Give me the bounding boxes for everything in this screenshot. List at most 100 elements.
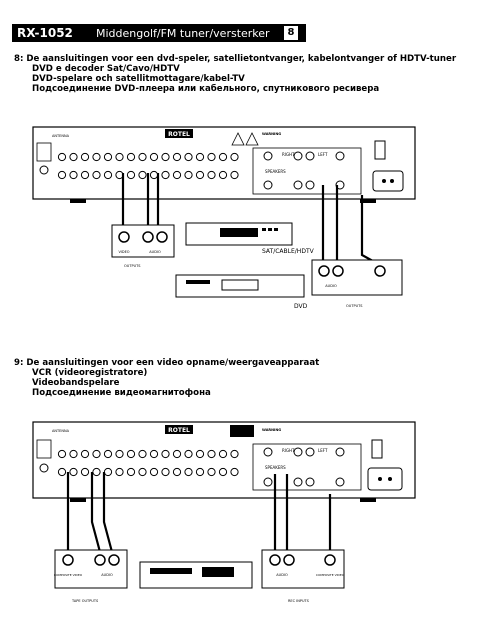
rca-jack: [161, 449, 170, 459]
section-9-title: 9: De aansluitingen voor een video opnam…: [14, 358, 320, 368]
audio-label: AUDIO: [276, 573, 288, 577]
rca-jack: [184, 467, 193, 477]
rca-jack: [218, 449, 228, 459]
dvd-audio-jack: [318, 265, 330, 277]
speakers-label: SPEAKERS: [265, 169, 286, 174]
tape-audio-cable-right: [90, 472, 102, 553]
rca-jack: [80, 152, 90, 162]
warning-triangle-icon: [231, 132, 245, 146]
dvd-audio-jack: [332, 265, 344, 277]
speaker-jack: [335, 447, 345, 457]
composite-video-label: COMPOSITE VIDEO: [316, 573, 345, 577]
receiver-back-panel: [32, 126, 416, 200]
rca-jack: [57, 170, 67, 180]
warning-label: WARNING: [262, 428, 281, 432]
speakers-label: SPEAKERS: [265, 465, 286, 470]
audio-jack: [283, 554, 295, 566]
receiver-foot: [360, 498, 376, 502]
rca-jack: [138, 170, 147, 180]
tape-audio-cable-left: [102, 472, 114, 553]
audio-jack: [269, 554, 281, 566]
antenna-label: ANTENNA: [52, 429, 70, 433]
audio-output-jack: [142, 231, 154, 243]
audio-label: AUDIO: [101, 573, 113, 577]
rca-jack: [184, 170, 193, 180]
vcr-display: [202, 567, 234, 577]
rca-jack: [69, 467, 78, 477]
rca-jack: [184, 449, 193, 459]
rca-jack: [149, 449, 159, 459]
audio-output-jack: [156, 231, 168, 243]
antenna-terminal: [36, 142, 52, 162]
rca-jack: [218, 467, 228, 477]
rotel-logo: [165, 129, 193, 138]
rca-jack: [103, 152, 113, 162]
rca-jack: [115, 449, 124, 459]
rca-jack: [92, 467, 101, 477]
speaker-jack: [305, 180, 315, 190]
fm-antenna-jack: [39, 165, 49, 175]
dvd-audio-label: AUDIO: [325, 284, 337, 288]
speaker-jack: [293, 477, 303, 487]
section-8-line-3: DVD-spelare och satellitmottagare/kabel-…: [32, 74, 245, 84]
rca-jack: [149, 152, 159, 162]
rca-jack: [218, 170, 228, 180]
speaker-left-label: LEFT: [318, 152, 328, 157]
rca-jack: [92, 170, 101, 180]
rca-jack: [126, 467, 136, 477]
page-number: 8: [284, 26, 298, 40]
sat-label: SAT/CABLE/HDTV: [262, 248, 315, 255]
rca-jack: [80, 467, 90, 477]
audio-jack: [94, 554, 106, 566]
ac-pin: [382, 179, 386, 183]
input-jack-array: [57, 152, 239, 180]
audio-label: AUDIO: [149, 250, 161, 254]
section-9-line-3: Videobandspelare: [32, 378, 120, 388]
ac-power-inlet: [367, 467, 403, 491]
composite-video-jack: [324, 554, 336, 566]
vcr-tape-slot: [150, 568, 192, 574]
antenna-terminal: [36, 439, 52, 459]
rca-jack: [195, 467, 205, 477]
rca-jack: [230, 152, 239, 162]
outputs-label: OUTPUTS: [124, 264, 141, 268]
ac-pin: [388, 477, 392, 481]
speaker-jack: [335, 477, 345, 487]
composite-video-jack: [62, 554, 74, 566]
speaker-jack: [263, 477, 273, 487]
dvd-display: [221, 279, 259, 291]
tape-outputs-label: TAPE OUTPUTS: [71, 599, 99, 603]
dvd-outputs-label: OUTPUTS: [346, 304, 363, 308]
sat-button: [268, 228, 272, 231]
header-subtitle: Middengolf/FM tuner/versterker: [96, 27, 270, 40]
section-8-title: 8: De aansluitingen voor een dvd-speler,…: [14, 54, 457, 64]
speaker-jack: [263, 447, 273, 457]
rca-jack: [103, 467, 113, 477]
rotel-logo-text: ROTEL: [168, 131, 190, 138]
speaker-right-label: RIGHT: [282, 152, 295, 157]
rca-jack: [103, 449, 113, 459]
section-9-line-4: Подсоединение видеомагнитофона: [32, 388, 211, 398]
speaker-jack: [263, 151, 273, 161]
model-name: RX-1052: [17, 26, 73, 40]
power-switch: [374, 140, 386, 160]
receiver-foot: [70, 498, 86, 502]
section-8-line-4: Подсоединение DVD-плеера или кабельного,…: [32, 84, 380, 94]
rca-jack: [172, 170, 182, 180]
rca-jack: [126, 170, 136, 180]
ac-pin: [378, 477, 382, 481]
section-8-line-2: DVD e decoder Sat/Cavo/HDTV: [32, 64, 180, 74]
receiver-back-panel: [32, 421, 416, 499]
rca-jack: [138, 449, 147, 459]
speaker-jack: [293, 447, 303, 457]
rca-jack: [184, 152, 193, 162]
rca-jack: [126, 449, 136, 459]
sat-button: [262, 228, 266, 231]
video-label: VIDEO: [118, 250, 129, 254]
ac-pin: [390, 179, 394, 183]
speaker-jack: [293, 180, 303, 190]
sat-display: [220, 228, 258, 237]
rca-jack: [230, 170, 239, 180]
rca-jack: [69, 152, 78, 162]
rca-jack: [230, 449, 239, 459]
